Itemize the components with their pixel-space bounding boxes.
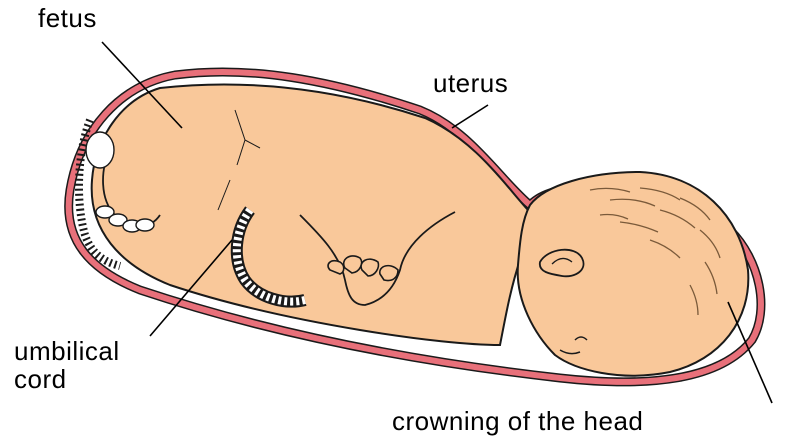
fetus-body <box>92 85 528 345</box>
label-uterus: uterus <box>433 70 508 97</box>
label-umbilical-line2: cord <box>14 366 67 393</box>
leader-line-uterus <box>452 105 488 128</box>
label-umbilical-line1: umbilical <box>14 338 120 365</box>
label-crowning: crowning of the head <box>392 408 643 435</box>
label-fetus: fetus <box>38 5 97 32</box>
